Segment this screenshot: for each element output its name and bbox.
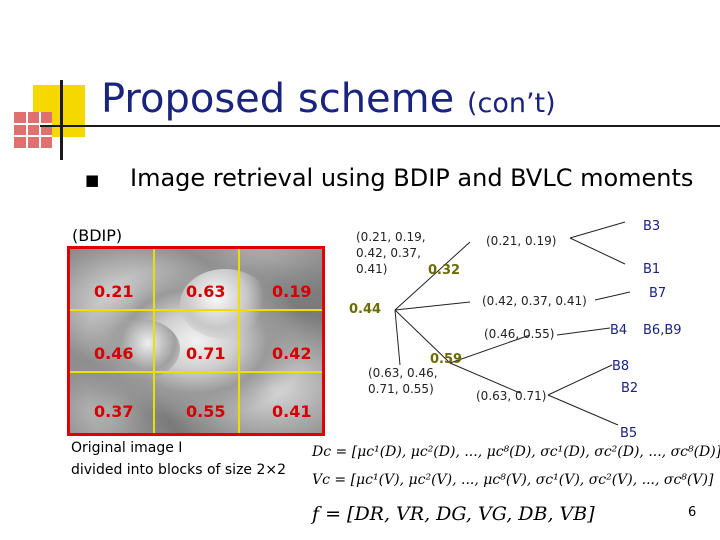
tree-branch <box>556 327 611 336</box>
formula-vc: Vc = [μc¹(V), μc²(V), ..., μc⁸(V), σc¹(V… <box>312 472 714 488</box>
grid-cell-value: 0.41 <box>272 402 312 421</box>
tree-branch <box>569 237 626 265</box>
page-number: 6 <box>688 505 697 520</box>
rose-image-grid: 0.21 0.63 0.19 0.46 0.71 0.42 0.37 0.55 … <box>67 246 325 436</box>
title-underline <box>40 125 720 127</box>
tree-root-set: (0.21, 0.19, <box>356 230 426 244</box>
leaf-set: (0.63, 0.71) <box>476 389 547 403</box>
tree-branch <box>394 309 451 364</box>
grid-cell-value: 0.42 <box>272 344 312 363</box>
block-label: B6,B9 <box>643 323 682 338</box>
block-label: B2 <box>621 381 639 396</box>
bullet-text: Image retrieval using BDIP and BVLC mome… <box>130 164 694 192</box>
grid-line <box>70 309 322 311</box>
tree-branch <box>394 301 471 311</box>
tree-branch <box>569 221 626 239</box>
leaf-set: (0.46, 0.55) <box>484 327 555 341</box>
tree-branch <box>449 362 521 394</box>
tree-branch <box>547 364 613 396</box>
leaf-set: (0.42, 0.37, 0.41) <box>482 294 587 308</box>
grid-cell-value: 0.71 <box>186 344 226 363</box>
formula-f: f = [DR, VR, DG, VG, DB, VB] <box>312 503 595 525</box>
threshold-root: 0.44 <box>349 302 382 317</box>
block-label: B3 <box>643 219 661 234</box>
high-set: 0.71, 0.55) <box>368 382 434 396</box>
grid-line <box>70 371 322 373</box>
high-set: (0.63, 0.46, <box>368 366 438 380</box>
tree-branch <box>594 291 631 301</box>
slide-title-suffix: (con’t) <box>466 88 556 119</box>
formula-dc: Dc = [μc¹(D), μc²(D), ..., μc⁸(D), σc¹(D… <box>312 444 720 460</box>
tree-branch <box>394 241 471 311</box>
slide-title: Proposed scheme (con’t) <box>101 76 556 122</box>
tree-branch <box>449 334 531 364</box>
image-caption: Original image I <box>71 440 183 456</box>
grid-cell-value: 0.63 <box>186 282 226 301</box>
grid-cell-value: 0.46 <box>94 344 134 363</box>
grid-line <box>153 249 155 433</box>
title-decoration-vertical-bar <box>60 80 63 160</box>
block-label: B8 <box>612 359 630 374</box>
leaf-set: (0.21, 0.19) <box>486 234 557 248</box>
block-label: B1 <box>643 262 661 277</box>
square-bullet-icon: ■ <box>85 171 100 189</box>
tree-branch <box>394 309 401 366</box>
rose-petal-shading <box>180 269 270 339</box>
block-label: B4 <box>610 323 628 338</box>
grid-cell-value: 0.55 <box>186 402 226 421</box>
threshold-high: 0.59 <box>430 352 463 367</box>
bdip-label: (BDIP) <box>72 226 123 245</box>
grid-cell-value: 0.37 <box>94 402 134 421</box>
slide-title-main: Proposed scheme <box>101 76 455 122</box>
title-decoration-red-grid <box>14 112 52 148</box>
grid-line <box>238 249 240 433</box>
tree-root-set: 0.41) <box>356 262 388 276</box>
block-label: B5 <box>620 426 638 441</box>
grid-cell-value: 0.19 <box>272 282 312 301</box>
tree-root-set: 0.42, 0.37, <box>356 246 421 260</box>
image-caption-detail: divided into blocks of size 2×2 <box>71 462 287 478</box>
rose-petal-shading <box>100 319 180 379</box>
tree-branch <box>547 394 619 426</box>
grid-cell-value: 0.21 <box>94 282 134 301</box>
block-label: B7 <box>649 286 667 301</box>
threshold-low: 0.32 <box>428 263 461 278</box>
